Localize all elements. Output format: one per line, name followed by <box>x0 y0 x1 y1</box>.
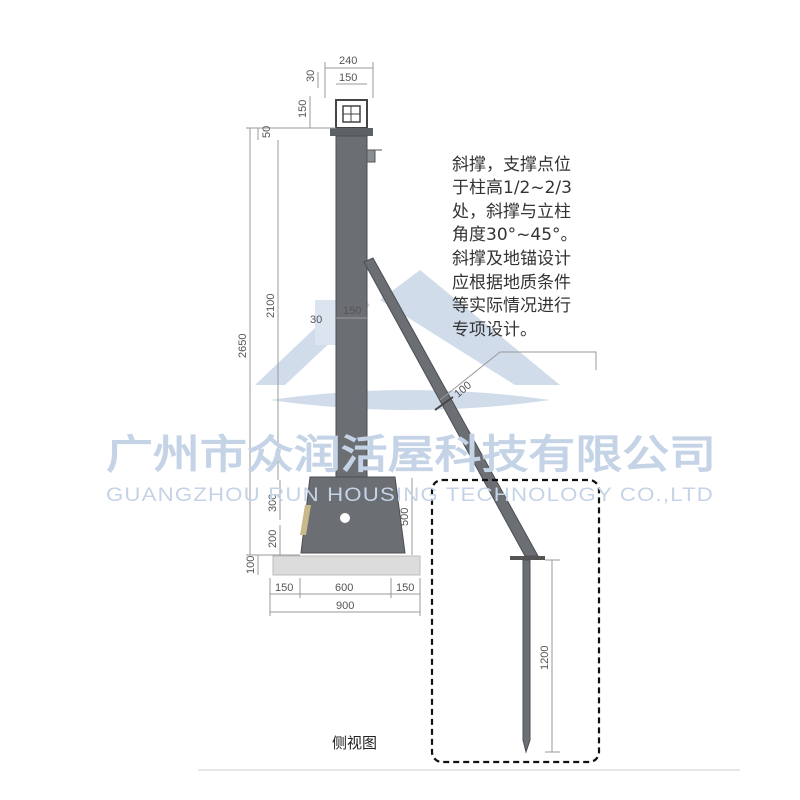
note-line-1: 斜撑，支撑点位 <box>452 155 571 175</box>
dim-right-150: 150 <box>396 582 414 594</box>
note-line-5: 斜撑及地锚设计 <box>452 249 571 269</box>
dim-base-100: 100 <box>245 556 257 574</box>
dimension-lines <box>246 62 560 753</box>
note-line-6: 应根据地质条件 <box>452 273 571 293</box>
note-line-8: 专项设计。 <box>452 320 537 340</box>
watermark-company-cn: 广州市众润活屋科技有限公司 <box>106 432 716 478</box>
dim-top-width: 240 <box>339 55 357 67</box>
base-bolt-hole <box>340 513 350 523</box>
brace-joint <box>434 396 454 411</box>
dim-column-150: 150 <box>343 305 361 317</box>
column-bracket <box>366 149 382 163</box>
ground-anchor <box>522 559 531 754</box>
dim-brace-30: 30 <box>310 314 322 326</box>
note-line-3: 处，斜撑与立柱 <box>452 202 571 222</box>
dim-cap-width: 150 <box>339 72 357 84</box>
watermark-company-en: GUANGZHOU RUN HOUSING TECHNOLOGY CO.,LTD <box>106 485 714 506</box>
note-leader-line <box>439 351 597 401</box>
brace-foot-plate <box>510 556 545 560</box>
dim-cap-30: 30 <box>305 70 317 82</box>
column-head <box>330 99 373 136</box>
foundation-slab <box>272 555 421 576</box>
dim-left-150: 150 <box>275 582 293 594</box>
anchor-detail-box <box>430 478 601 764</box>
note-line-4: 角度30°~45°。 <box>452 225 578 245</box>
steel-column <box>335 135 368 487</box>
dim-mid-600: 600 <box>335 582 353 594</box>
dim-cap-150: 150 <box>297 100 309 118</box>
dim-base-200: 200 <box>267 530 279 548</box>
dim-base-300: 300 <box>267 494 279 512</box>
dim-2650: 2650 <box>237 334 249 358</box>
dim-50: 50 <box>261 126 273 138</box>
note-line-2: 于柱高1/2~2/3 <box>452 178 572 198</box>
dim-anchor-1200: 1200 <box>539 646 551 670</box>
base-side-plate <box>300 505 311 535</box>
view-caption: 侧视图 <box>332 734 377 752</box>
note-line-7: 等实际情况进行 <box>452 296 571 316</box>
dim-total-900: 900 <box>336 600 354 612</box>
design-note: 斜撑，支撑点位 于柱高1/2~2/3 处，斜撑与立柱 角度30°~45°。 斜撑… <box>452 155 578 340</box>
dim-base-500: 500 <box>399 508 411 526</box>
dim-2100: 2100 <box>265 294 277 318</box>
